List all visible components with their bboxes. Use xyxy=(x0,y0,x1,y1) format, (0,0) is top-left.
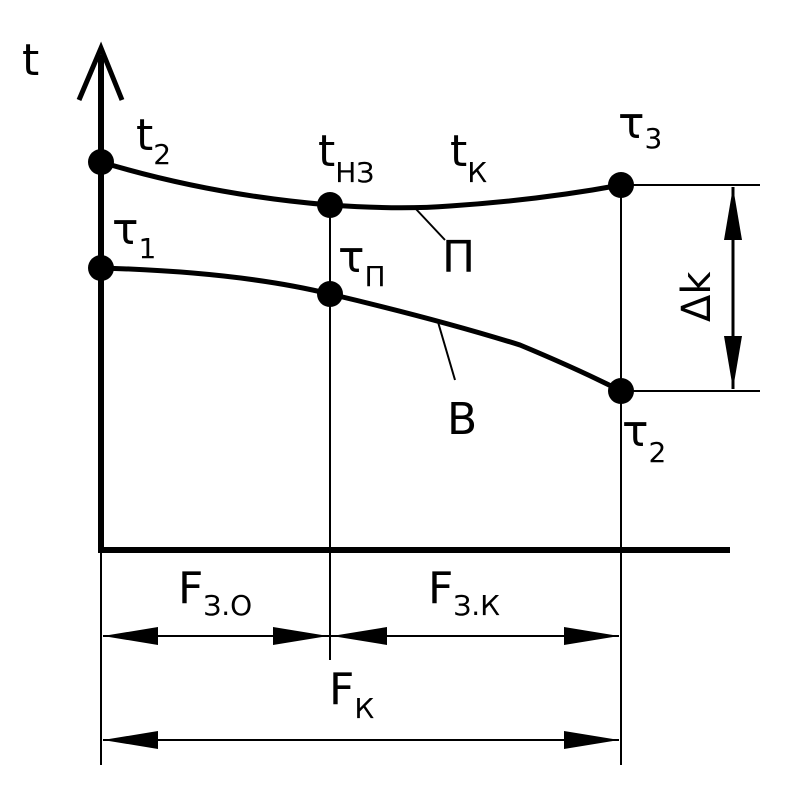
label-tnz: tНЗ xyxy=(318,126,374,189)
point-tau-p xyxy=(317,281,343,307)
fzo-arrow-right xyxy=(273,627,328,645)
fzk-arrow-left xyxy=(332,627,387,645)
curve-label-p: П xyxy=(442,232,475,283)
point-tnz xyxy=(317,192,343,218)
lower-curve-v xyxy=(100,265,623,394)
upper-curve-p xyxy=(100,159,622,211)
delta-k-label: Δk xyxy=(674,271,720,322)
label-f-k: FК xyxy=(329,664,374,725)
fzk-arrow-right xyxy=(564,627,619,645)
label-tau2: τ2 xyxy=(622,406,666,469)
y-axis-label: t xyxy=(22,35,39,86)
y-axis-arrowhead xyxy=(76,41,125,101)
label-f-zk: FЗ.К xyxy=(428,563,500,622)
fk-arrow-left xyxy=(103,731,158,749)
label-tau-p: τП xyxy=(338,232,386,293)
label-tau3: τ3 xyxy=(618,98,662,155)
fzo-arrow-left xyxy=(103,627,158,645)
delta-k-arrow-top xyxy=(724,187,742,240)
leader-v xyxy=(437,321,456,381)
delta-k-arrow-bottom xyxy=(724,336,742,389)
label-tau1: τ1 xyxy=(112,204,156,265)
label-tk: tК xyxy=(450,126,487,189)
point-t2 xyxy=(88,149,114,175)
leader-p xyxy=(414,207,446,241)
label-f-zo: FЗ.О xyxy=(178,563,252,622)
label-t2: t2 xyxy=(136,110,171,171)
fk-arrow-right xyxy=(564,731,619,749)
point-tau1 xyxy=(88,255,114,281)
curve-label-v: В xyxy=(447,394,477,445)
